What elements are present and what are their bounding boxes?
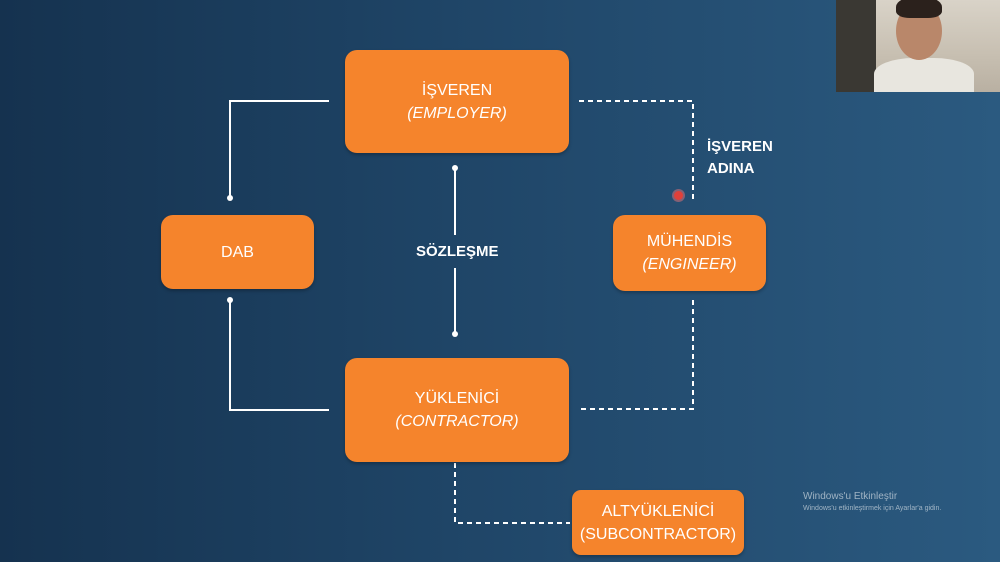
employer-engineer-dashed [579,100,694,200]
dab-contractor-line [229,300,329,411]
contractor-name: YÜKLENİCİ [414,390,500,407]
activation-text: Windows'u etkinleştirmek için Ayarlar'a … [803,505,942,512]
dab-box: DAB [161,215,314,289]
subcontractor-box: ALTYÜKLENİCİ (SUBCONTRACTOR) [572,490,744,555]
employer-box: İŞVEREN (EMPLOYER) [345,50,569,153]
employer-subtitle: (EMPLOYER) [407,104,507,122]
dab-name: DAB [221,243,254,261]
contract-top-endpoint [452,165,458,171]
employer-name: İŞVEREN [421,81,493,99]
subcontractor-subtitle: (SUBCONTRACTOR) [579,525,737,543]
contract-bottom-endpoint [452,331,458,337]
engineer-name: MÜHENDİS [646,233,733,250]
windows-activation-watermark: Windows'u Etkinleştir Windows'u etkinleş… [803,490,941,514]
subcontractor-name: ALTYÜKLENİCİ [601,502,715,520]
contractor-subcontractor-dashed [454,463,570,524]
contract-label: SÖZLEŞME [416,243,499,260]
dab-contractor-endpoint [227,297,233,303]
engineer-contractor-dashed [579,300,694,410]
on-behalf-line2: ADINA [707,160,755,177]
laser-pointer-dot [674,191,683,200]
on-behalf-line1: İŞVEREN [707,138,773,155]
employer-dab-line [229,100,329,198]
on-behalf-label: İŞVEREN ADINA [707,136,773,180]
engineer-subtitle: (ENGINEER) [642,256,737,273]
webcam-overlay [836,0,1000,92]
contractor-subtitle: (CONTRACTOR) [395,413,519,430]
employer-dab-endpoint [227,195,233,201]
engineer-box: MÜHENDİS (ENGINEER) [613,215,766,291]
contractor-box: YÜKLENİCİ (CONTRACTOR) [345,358,569,462]
activation-title: Windows'u Etkinleştir [803,491,898,502]
